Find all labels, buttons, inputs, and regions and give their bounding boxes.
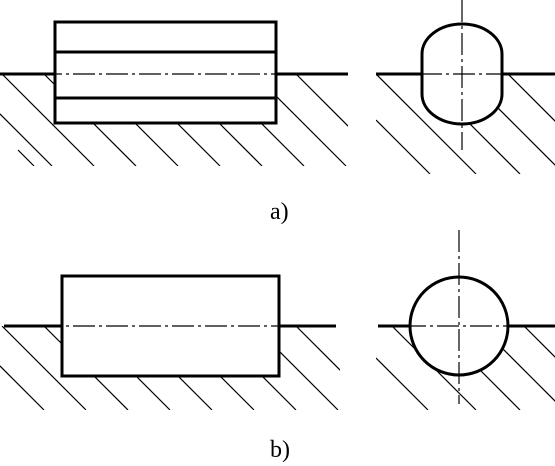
panel-a-pin-side-view — [53, 20, 278, 125]
panel-a: a) — [0, 0, 555, 225]
panel-a-label: a) — [270, 199, 289, 225]
panel-b: b) — [0, 230, 555, 463]
panel-b-label: b) — [270, 437, 290, 463]
